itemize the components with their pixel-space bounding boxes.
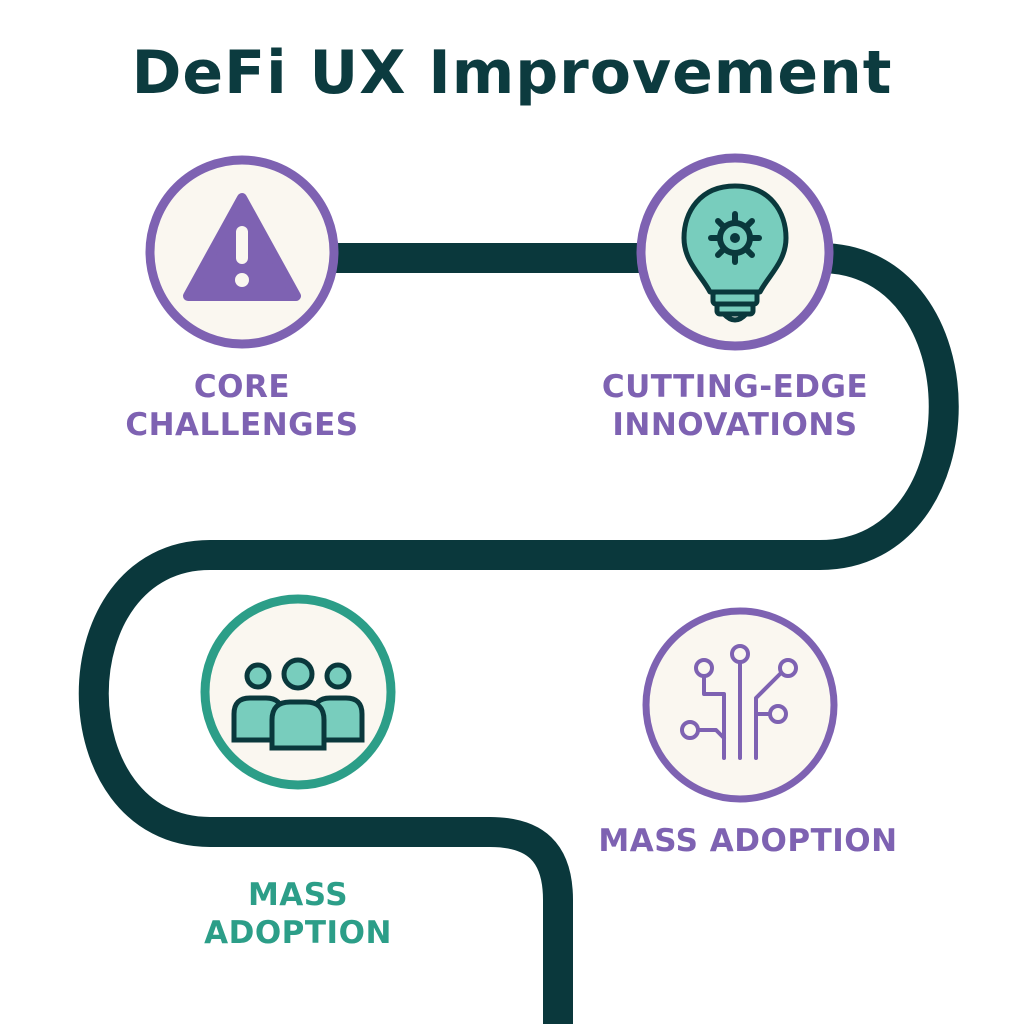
lightbulb-gear-icon xyxy=(681,183,789,323)
warning-icon xyxy=(183,193,301,301)
page-title: DeFi UX Improvement xyxy=(131,38,893,108)
label-line: INNOVATIONS xyxy=(612,407,858,443)
node-cutting-edge-innovations xyxy=(636,153,834,351)
label-line: CHALLENGES xyxy=(125,407,359,443)
node-mass-adoption-purple xyxy=(642,607,838,803)
label-line: CUTTING-EDGE xyxy=(601,369,869,405)
roadmap-path xyxy=(78,243,959,1024)
people-group-icon xyxy=(231,657,365,751)
label-line: MASS ADOPTION xyxy=(598,823,898,859)
label-cutting-edge-innovations: CUTTING-EDGE INNOVATIONS xyxy=(585,368,885,444)
circuit-tree-icon xyxy=(680,644,798,760)
label-mass-adoption-teal: MASS ADOPTION xyxy=(178,876,418,952)
node-mass-adoption-teal xyxy=(200,594,396,790)
label-line: ADOPTION xyxy=(204,915,392,951)
label-line: MASS xyxy=(247,877,349,913)
label-mass-adoption-purple: MASS ADOPTION xyxy=(588,822,908,860)
label-line: CORE xyxy=(193,369,291,405)
label-core-challenges: CORE CHALLENGES xyxy=(112,368,372,444)
node-core-challenges xyxy=(145,155,339,349)
